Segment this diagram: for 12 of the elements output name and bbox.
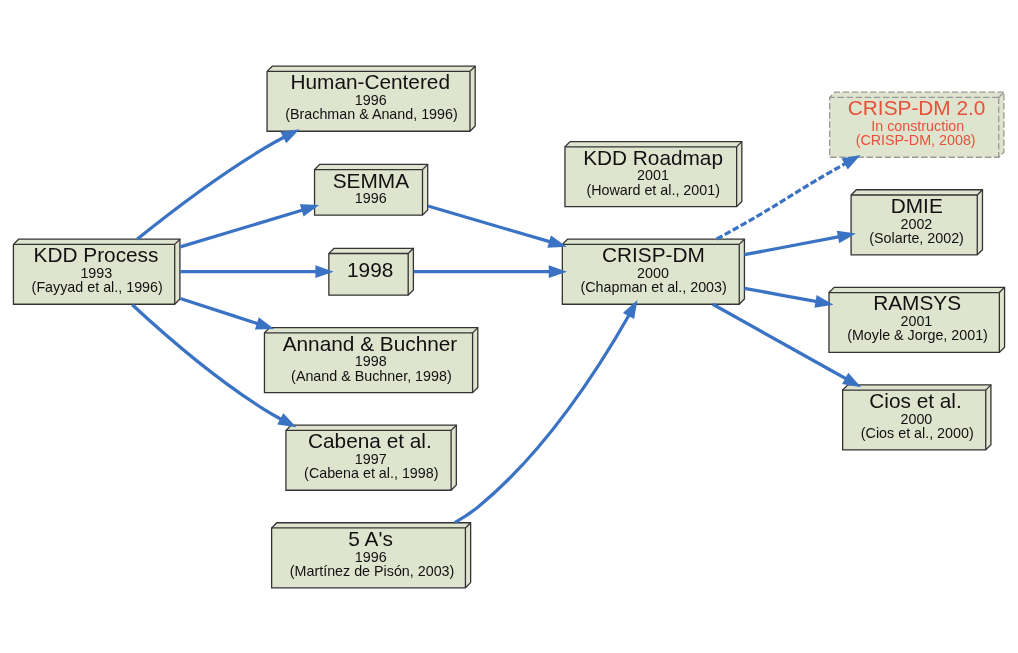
arrow xyxy=(180,264,334,278)
arrow xyxy=(136,128,300,240)
arrow xyxy=(179,203,320,248)
arrow xyxy=(427,204,567,248)
arrow xyxy=(413,264,567,278)
arrow xyxy=(179,296,275,329)
arrow xyxy=(131,303,297,427)
arrow xyxy=(744,286,834,308)
arrow xyxy=(715,154,861,240)
arrow xyxy=(744,230,856,256)
arrow xyxy=(711,302,862,387)
arrow xyxy=(454,299,638,524)
